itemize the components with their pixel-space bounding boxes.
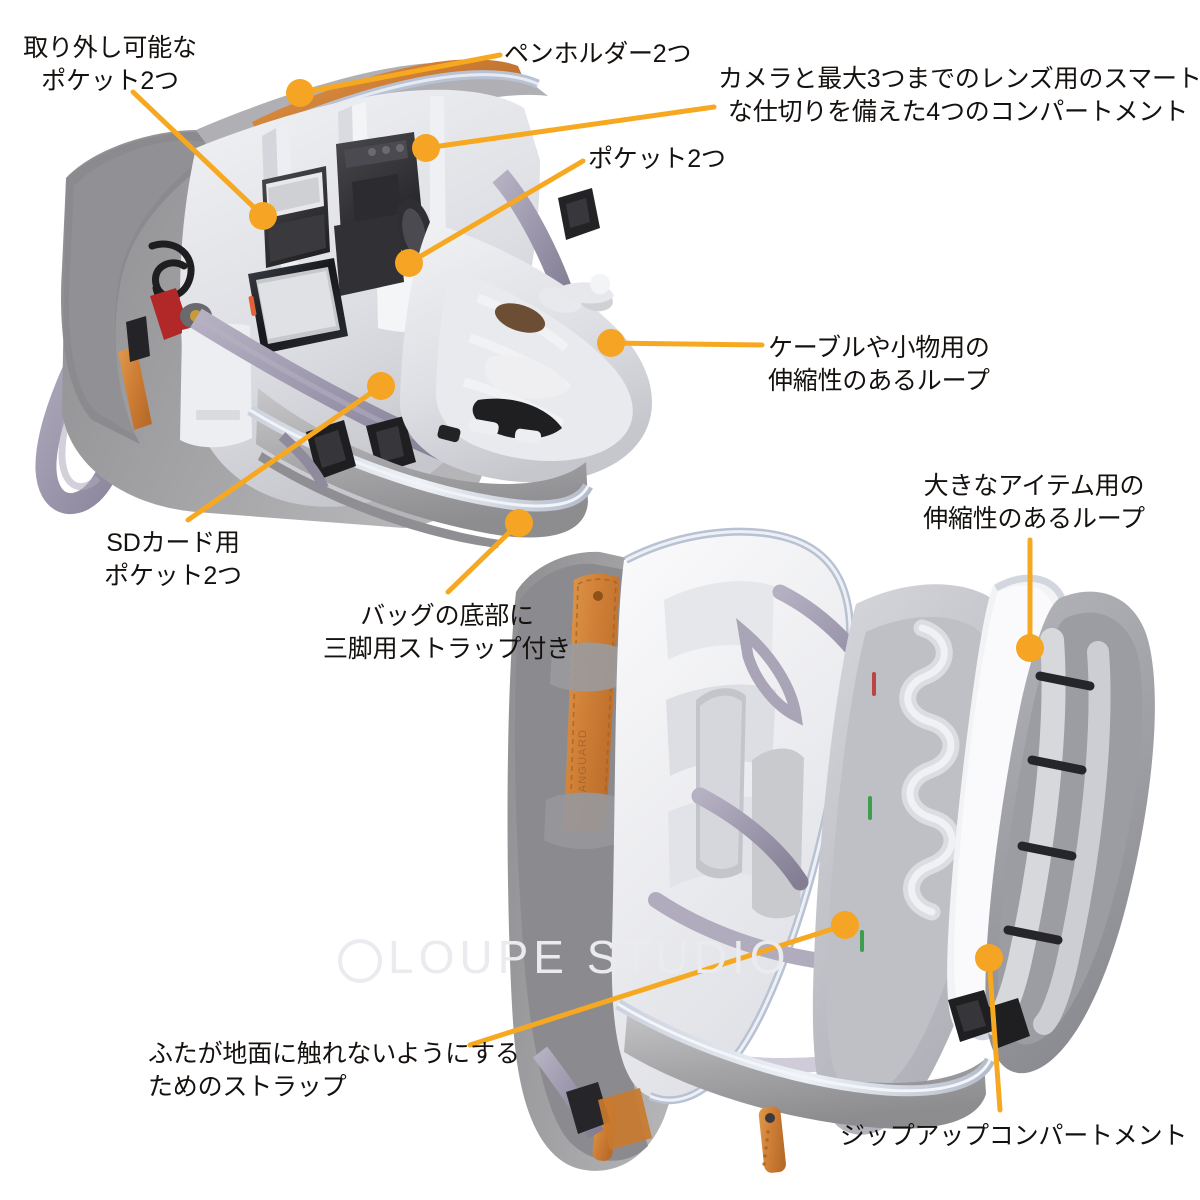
lower-bag-orange-accent [598,1088,652,1150]
leader-two-pockets [406,158,586,266]
upper-bag-illustration [35,59,652,548]
label-detachable-pockets-line2: ポケット2つ [41,66,179,95]
lower-bag-bottom-strap [532,1046,610,1139]
label-large-item-loops-line1: 大きなアイテム用の [923,472,1145,500]
leader-lid-strap [467,922,848,1048]
leader-cable-loops [608,340,765,348]
leather-pull-tab [118,346,152,430]
dot-four-compartments [412,134,440,162]
dot-tripod-strap [505,509,533,537]
leader-detachable-pockets [130,89,266,219]
label-large-item-loops-line2: 伸縮性のあるループ [923,504,1145,533]
dot-large-item-loops [1016,634,1044,662]
label-detachable-pockets: 取り外し可能なポケット2つ [10,32,210,97]
label-sd-card-pockets-line1: SDカード用 [106,529,240,557]
label-pen-holders: ペンホルダー2つ [504,38,744,71]
label-zip-up-compartment-line1: ジップアップコンパートメント [840,1122,1188,1150]
leader-four-compartments [423,104,717,151]
leader-tripod-strap [445,520,522,595]
tripod-strap-clip [278,420,356,491]
label-tripod-strap-line1: バッグの底部に [360,602,534,630]
label-lid-ground-strap: ふたが地面に触れないようにするためのストラップ [148,1038,548,1103]
smartphone [248,258,348,354]
label-four-compartments: カメラと最大3つまでのレンズ用のスマートな仕切りを備えた4つのコンパートメント [718,63,1200,128]
leader-zip-compartment [986,955,1003,1113]
annotation-leader-lines [130,52,1033,1113]
label-four-compartments-line1: カメラと最大3つまでのレンズ用のスマート [718,65,1200,93]
brand-emboss: VANGUARD [577,729,589,800]
label-lid-ground-strap-line2: ためのストラップ [148,1072,347,1101]
label-two-pockets-line1: ポケット2つ [588,145,726,173]
label-four-compartments-line2: な仕切りを備えた4つのコンパートメント [727,97,1188,126]
label-cable-loops-line2: 伸縮性のあるループ [768,366,990,395]
label-sd-card-pockets: SDカード用ポケット2つ [78,527,268,592]
dot-two-pockets [395,249,423,277]
label-sd-card-pockets-line2: ポケット2つ [104,561,242,590]
wavy-elastic-divider [899,619,961,921]
upper-bag-front-flap [399,222,652,483]
lower-bag-illustration: VANGUARD [507,527,1155,1173]
label-zip-up-compartment: ジップアップコンパートメント [840,1120,1187,1153]
dot-pen-holders [286,79,314,107]
label-tripod-strap-line2: 三脚用ストラップ付き [322,634,571,663]
zipper-sliders [948,990,1030,1048]
leather-zipper-pull-right [758,1106,786,1173]
annotation-dots [249,79,1044,972]
label-cable-loops-line1: ケーブルや小物用の [768,334,990,362]
dot-cable-loops [597,329,625,357]
dot-sd-card [367,372,395,400]
leader-pen-holders [297,52,503,96]
dot-detachable-pockets [249,202,277,230]
camera-flash [262,166,330,268]
label-lid-ground-strap-line1: ふたが地面に触れないようにする [148,1040,520,1068]
label-two-pockets: ポケット2つ [588,143,788,176]
label-tripod-strap: バッグの底部に三脚用ストラップ付き [322,600,572,665]
leader-sd-card [185,383,384,523]
strap-buckle [558,188,600,240]
red-accessory [150,288,190,340]
dot-zip-compartment [975,944,1003,972]
label-cable-loops: ケーブルや小物用の伸縮性のあるループ [768,332,1028,397]
lower-bag-front-flap [615,999,996,1129]
camera-accessory [334,214,404,296]
label-large-item-loops: 大きなアイテム用の伸縮性のあるループ [904,470,1164,535]
label-pen-holders-line1: ペンホルダー2つ [504,40,692,68]
label-detachable-pockets-line1: 取り外し可能な [23,34,197,62]
dot-lid-strap [831,911,859,939]
